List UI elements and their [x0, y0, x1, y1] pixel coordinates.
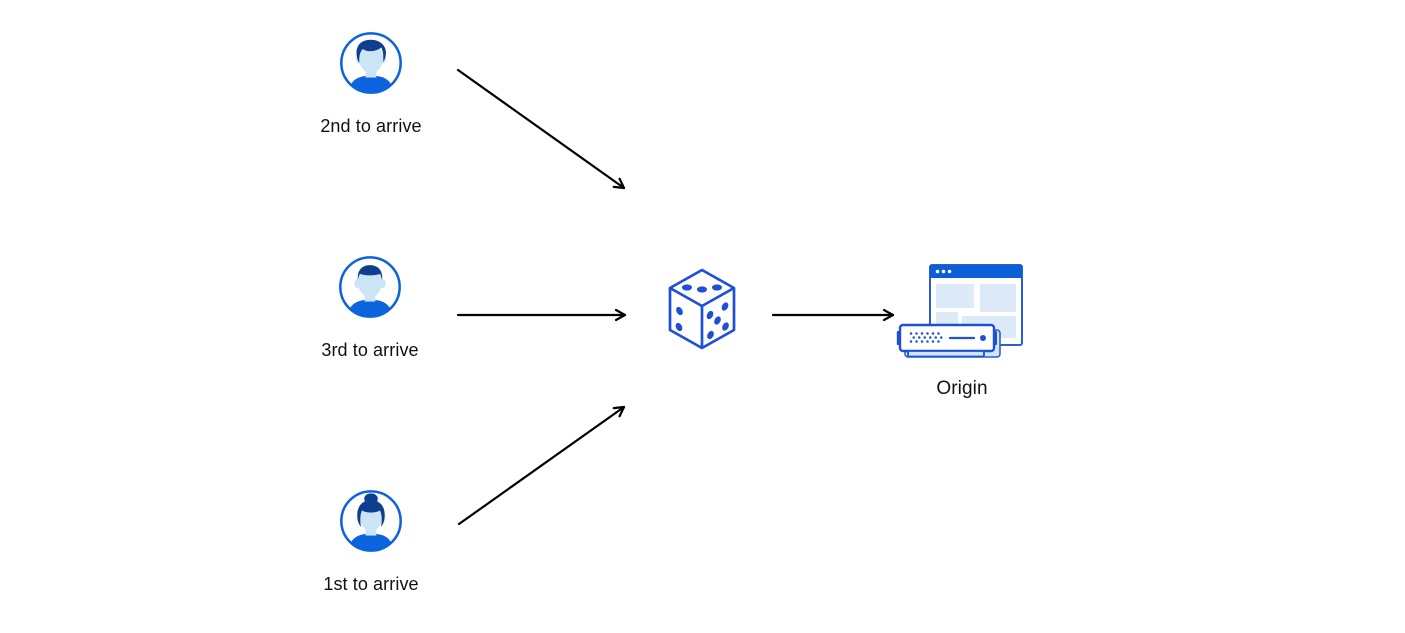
man-short-hair-avatar-icon	[339, 256, 401, 318]
avatar-hair	[357, 500, 385, 527]
avatar-face	[357, 267, 383, 298]
browser-titlebar	[930, 265, 1022, 278]
user-bottom-label: 1st to arrive	[323, 574, 419, 594]
user-node-bottom: 1st to arrive	[296, 489, 446, 595]
avatar-hair	[357, 265, 383, 281]
server-icon	[896, 323, 1001, 358]
browser-titlebar-dots	[935, 269, 952, 274]
arrow-user-bottom-to-dice	[457, 405, 626, 526]
origin-label: Origin	[936, 378, 988, 399]
man-wavy-hair-avatar-icon	[340, 32, 402, 94]
dice-pips	[675, 284, 729, 340]
user-node-top: 2nd to arrive	[296, 31, 446, 137]
dice-node	[667, 268, 737, 357]
woman-bun-avatar-icon	[340, 490, 402, 552]
user-middle-label: 3rd to arrive	[321, 340, 419, 360]
server-vent-dots	[909, 332, 943, 343]
avatar-face	[358, 44, 384, 74]
server-led	[980, 335, 986, 341]
avatar-hair	[356, 39, 386, 63]
origin-browser-server-icon	[896, 264, 1023, 358]
origin-node: Origin	[896, 262, 1028, 400]
server-base	[907, 350, 985, 358]
user-top-label: 2nd to arrive	[320, 116, 422, 136]
arrow-user-top-to-dice	[456, 68, 626, 190]
dice-icon	[668, 268, 736, 350]
user-node-middle: 3rd to arrive	[295, 255, 445, 361]
